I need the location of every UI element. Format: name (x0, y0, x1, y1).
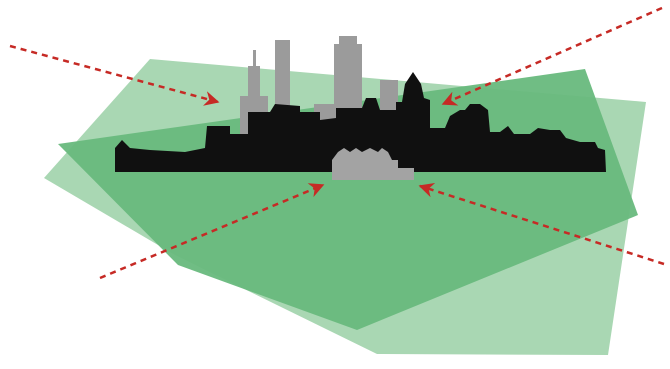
skyline-illustration (0, 0, 670, 369)
